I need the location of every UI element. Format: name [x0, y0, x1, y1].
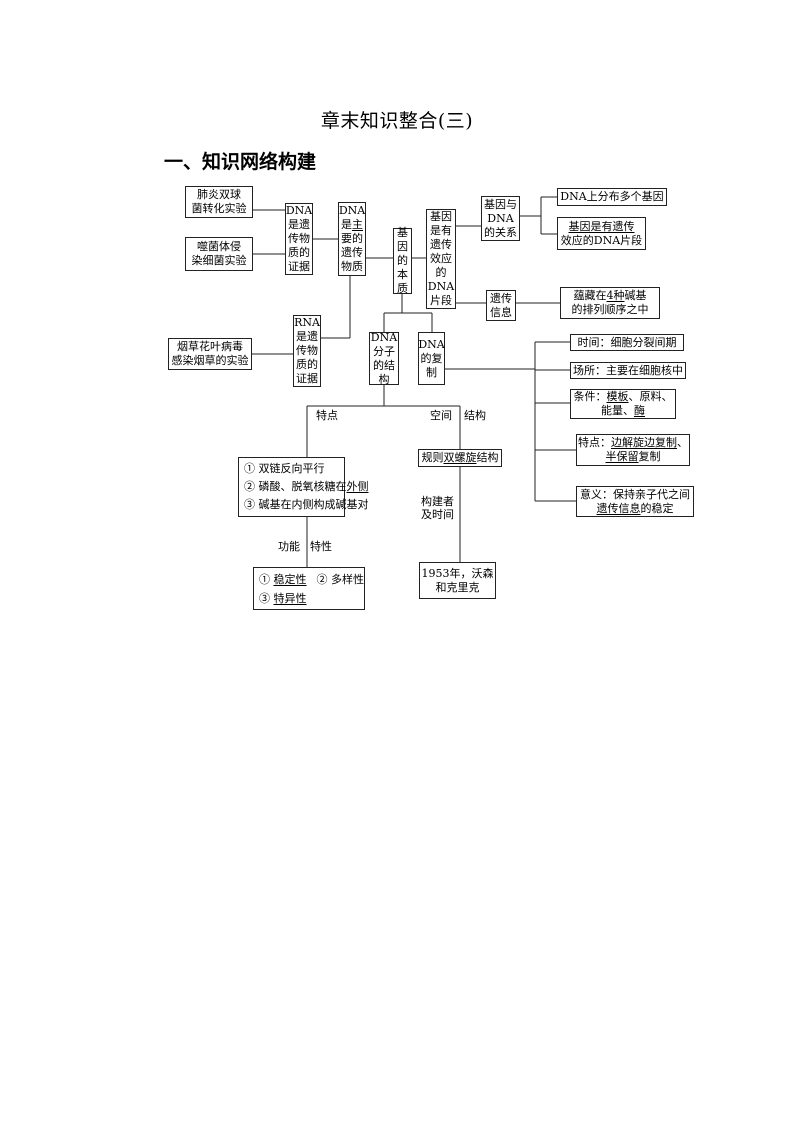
dna-structure-box: DNA 分子 的结 构: [369, 330, 399, 386]
many-genes-box: DNA上分布多个基因: [557, 188, 667, 206]
gene-dna-relation-box: 基因与 DNA 的关系: [481, 196, 520, 241]
replication-features-box: 特点：边解旋边复制、半保留复制: [576, 434, 690, 466]
label-space: 空间: [430, 409, 452, 422]
replication-conditions-box: 条件：模板、原料、能量、酶: [570, 389, 676, 419]
label-features: 特点: [316, 409, 338, 422]
pneumococcus-experiment-box: 肺炎双球 菌转化实验: [185, 186, 253, 218]
label-property: 特性: [310, 540, 332, 553]
dna-replication-box: DNA 的复 制: [418, 332, 445, 385]
label-function: 功能: [278, 540, 300, 553]
label-structure: 结构: [464, 409, 486, 422]
gene-essence-box: 基 因 的 本 质: [393, 226, 412, 295]
gene-is-segment-box: 基因是有遗传 效应的DNA片段: [557, 217, 646, 250]
gene-definition-box: 基因 是有 遗传 效应 的 DNA 片段: [426, 209, 456, 309]
genetic-info-box: 遗传 信息: [486, 290, 516, 321]
replication-meaning-box: 意义：保持亲子代之间遗传信息的稳定: [576, 486, 694, 517]
dna-evidence-box: DNA 是遗 传物 质的 证据: [285, 203, 313, 275]
tmv-experiment-box: 烟草花叶病毒 感染烟草的实验: [168, 338, 252, 370]
replication-time-box: 时间：细胞分裂间期: [570, 334, 684, 351]
phage-experiment-box: 噬菌体侵 染细菌实验: [185, 237, 253, 271]
structure-features-box: ① 双链反向平行 ② 磷酸、脱氧核糖在外侧 ③ 碱基在内侧构成碱基对: [238, 457, 369, 517]
base-order-box: 蕴藏在4种碱基 的排列顺序之中: [560, 287, 660, 319]
section-heading: 一、知识网络构建: [164, 151, 317, 173]
page-title: 章末知识整合(三): [320, 110, 474, 132]
dna-main-genetic-material-box: DNA 是主 要的 遗传 物质: [338, 202, 366, 276]
rna-evidence-box: RNA 是遗 传物 质的 证据: [293, 315, 321, 387]
discoverers-box: 1953年，沃森 和克里克: [419, 562, 496, 599]
label-builder-time: 构建者 及时间: [421, 495, 454, 521]
replication-place-box: 场所：主要在细胞核中: [570, 362, 686, 379]
double-helix-box: 规则双螺旋结构: [418, 449, 502, 467]
